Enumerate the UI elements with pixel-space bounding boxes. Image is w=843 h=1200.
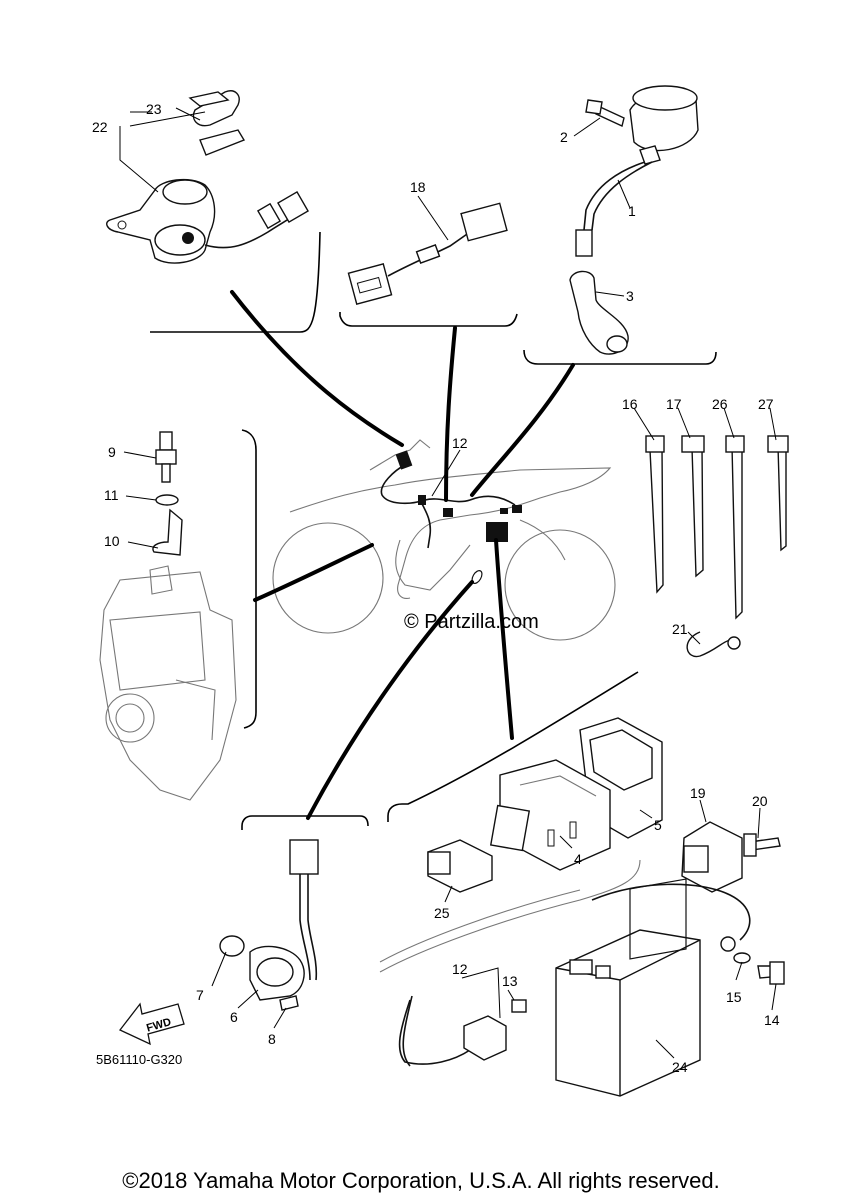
callout-leaders	[119, 107, 777, 1059]
neutral-switch-assembly	[219, 839, 319, 1011]
callout-23: 23	[146, 101, 162, 117]
watermark: © Partzilla.com	[404, 611, 539, 633]
diagram-code: 5B61110-G320	[96, 1052, 182, 1067]
callout-20: 20	[752, 793, 768, 809]
relay	[681, 821, 781, 893]
callout-25: 25	[434, 905, 450, 921]
relay-unit-25	[427, 839, 493, 893]
callout-19: 19	[690, 785, 706, 801]
callout-24: 24	[672, 1059, 688, 1075]
cable-ties	[645, 435, 789, 658]
callout-13: 13	[502, 973, 518, 989]
callout-4: 4	[574, 851, 582, 867]
callout-9: 9	[108, 444, 116, 460]
callout-18: 18	[410, 179, 426, 195]
group-brackets	[150, 231, 717, 830]
copyright-notice: ©2018 Yamaha Motor Corporation, U.S.A. A…	[122, 1168, 719, 1193]
callout-numbers: 22 23 18 2 1 3 16 17 26 27 21 9 11 10 12…	[92, 101, 780, 1075]
callout-26: 26	[712, 396, 728, 412]
wire-harness-on-bike	[380, 450, 522, 584]
callout-2: 2	[560, 129, 568, 145]
connector-lines	[230, 290, 575, 820]
callout-7: 7	[196, 987, 204, 1003]
callout-17: 17	[666, 396, 682, 412]
motorcycle-silhouette	[272, 439, 616, 641]
callout-16: 16	[622, 396, 638, 412]
callout-27: 27	[758, 396, 774, 412]
callout-6: 6	[230, 1009, 238, 1025]
callout-15: 15	[726, 989, 742, 1005]
fwd-arrow-icon	[118, 1002, 185, 1046]
callout-1: 1	[628, 203, 636, 219]
callout-10: 10	[104, 533, 120, 549]
callout-14: 14	[764, 1012, 780, 1028]
spark-plug-carburetor	[99, 431, 237, 801]
callout-3: 3	[626, 288, 634, 304]
sub-wire-harness	[347, 202, 508, 305]
callout-12-upper: 12	[452, 435, 468, 451]
callout-5: 5	[654, 817, 662, 833]
callout-11: 11	[104, 487, 119, 503]
callout-21: 21	[672, 621, 688, 637]
battery-and-harness	[379, 859, 785, 1097]
cdi-unit-and-case	[489, 717, 663, 871]
ignition-coil-assembly	[569, 85, 699, 355]
main-switch-assembly	[106, 90, 309, 264]
callout-22: 22	[92, 119, 108, 135]
callout-8: 8	[268, 1031, 276, 1047]
callout-12-lower: 12	[452, 961, 468, 977]
